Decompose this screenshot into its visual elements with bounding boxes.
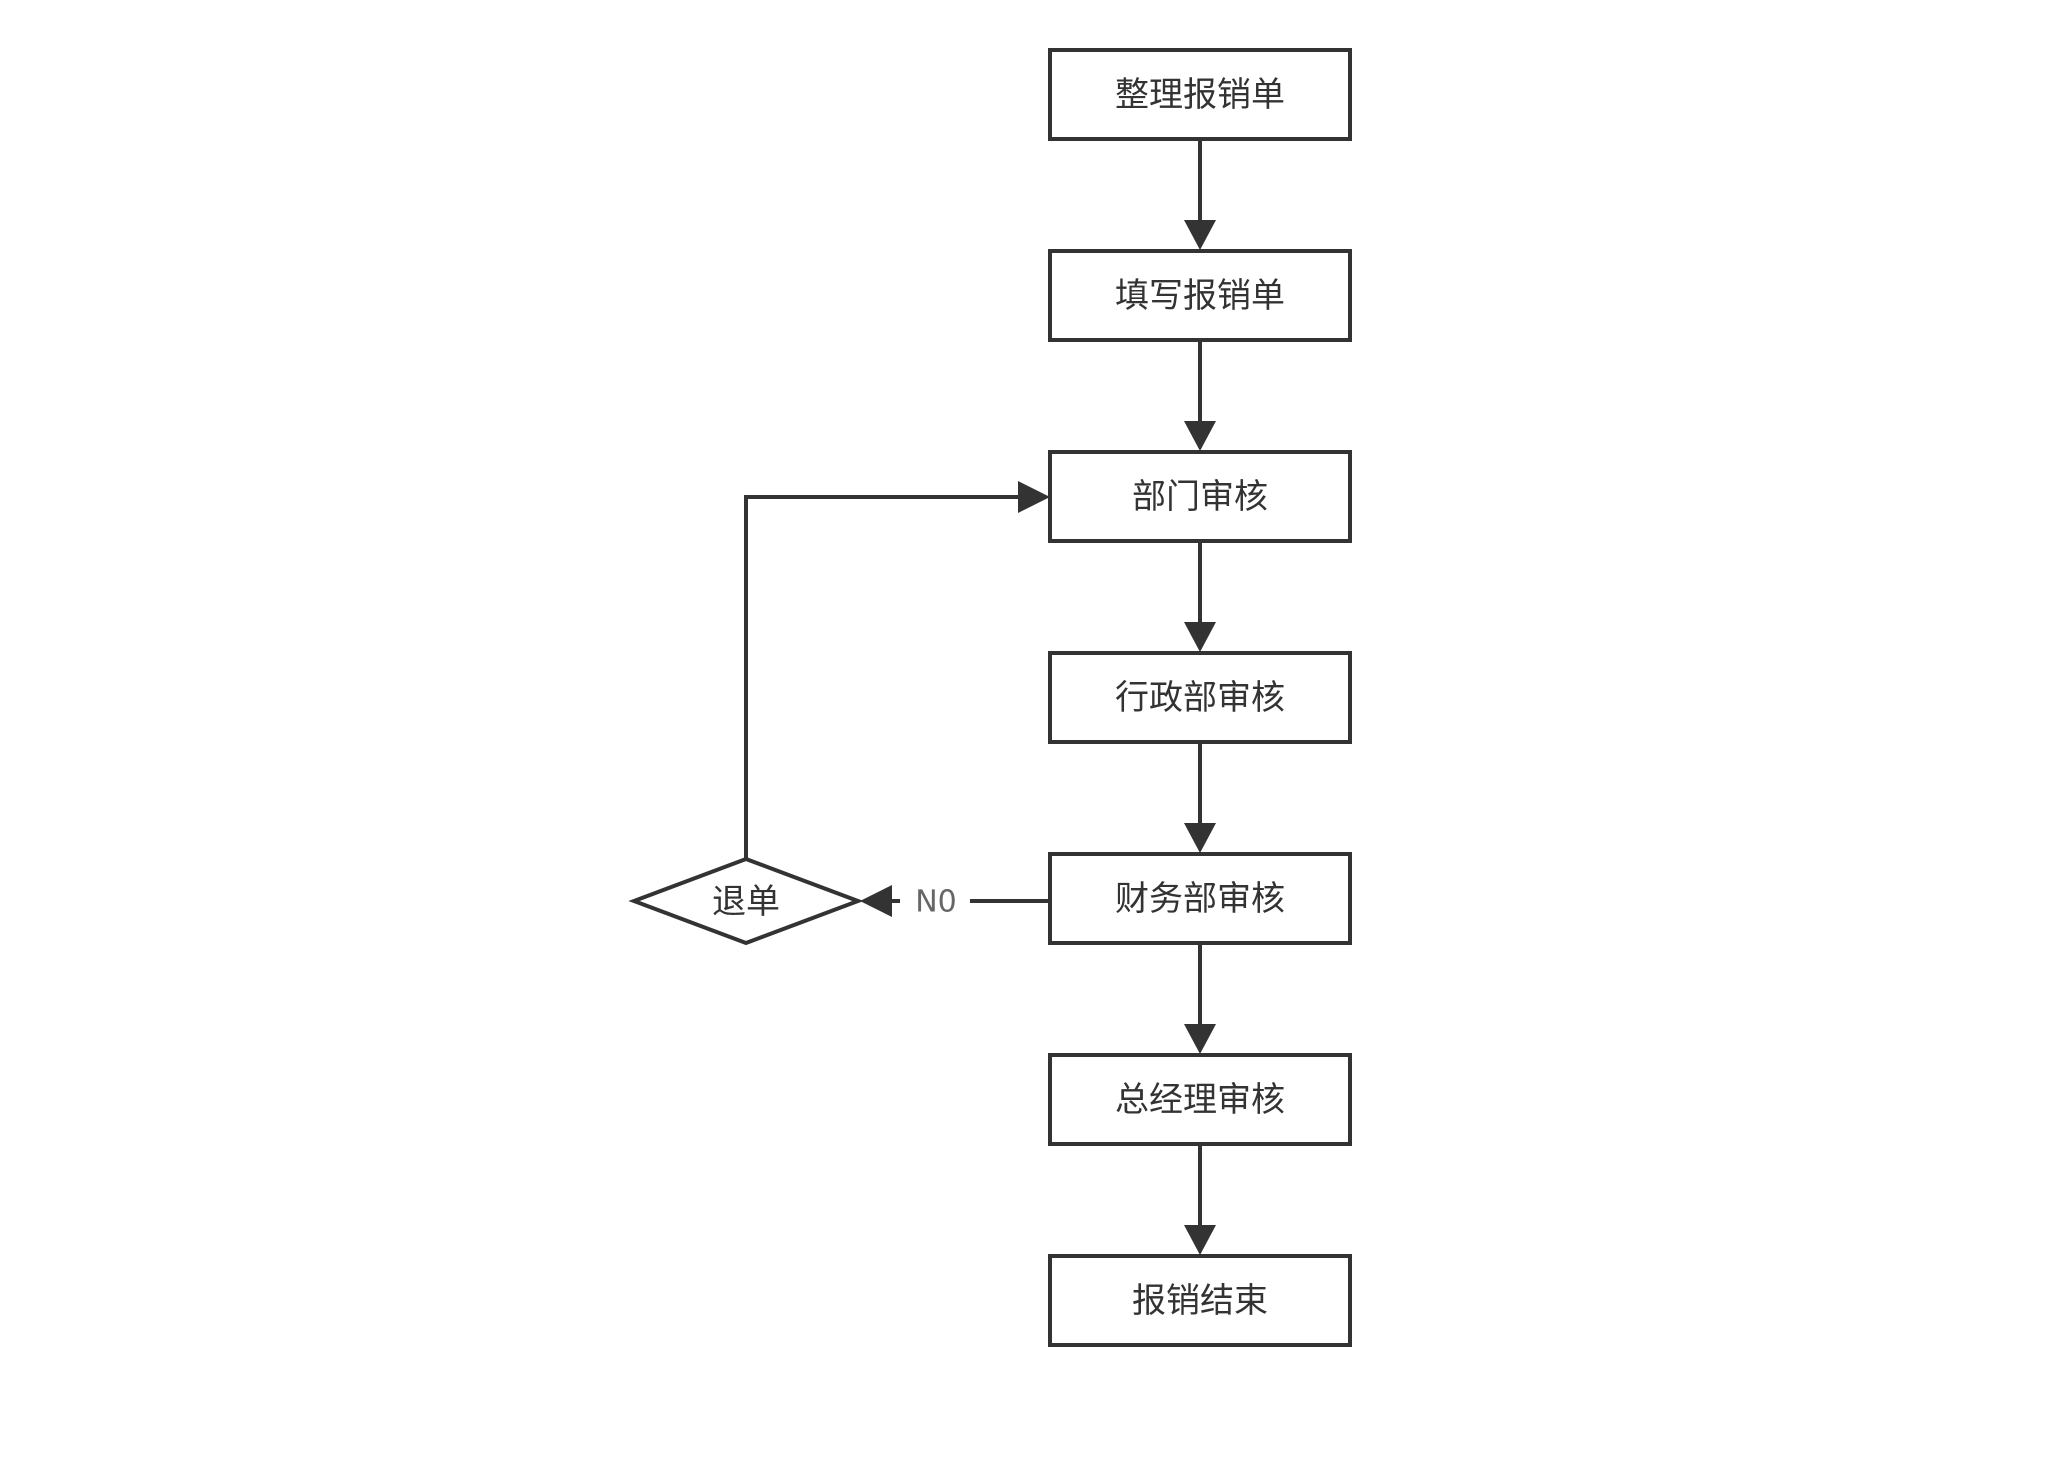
edge-label-bg	[900, 880, 970, 922]
arrowhead-step4	[1184, 622, 1216, 652]
arrowhead-step5	[1184, 823, 1216, 853]
node-step-6[interactable]: 总经理审核	[1048, 1053, 1352, 1146]
node-step-5[interactable]: 财务部审核	[1048, 852, 1352, 945]
node-label: 总经理审核	[1115, 1080, 1285, 1120]
node-step-3[interactable]: 部门审核	[1048, 450, 1352, 543]
nodes: 整理报销单 填写报销单 部门审核 行政部审核 财务部审核 总经理审核 报销结束	[628, 48, 1352, 1347]
arrowhead-step6	[1184, 1024, 1216, 1054]
node-box	[1048, 852, 1352, 945]
node-label: 退单	[712, 882, 780, 922]
node-diamond	[628, 856, 864, 946]
arrowhead-step7	[1184, 1225, 1216, 1255]
node-step-7[interactable]: 报销结束	[1048, 1254, 1352, 1347]
node-label: 部门审核	[1132, 477, 1268, 517]
node-reject[interactable]: 退单	[628, 856, 864, 946]
node-step-4[interactable]: 行政部审核	[1048, 651, 1352, 744]
node-box	[1048, 1254, 1352, 1347]
node-box	[1048, 651, 1352, 744]
edge-reject-step3	[744, 495, 1022, 859]
arrowhead-loop-step3	[1018, 481, 1050, 513]
node-step-1[interactable]: 整理报销单	[1048, 48, 1352, 141]
node-label: 财务部审核	[1115, 879, 1285, 919]
node-box	[1048, 48, 1352, 141]
node-label: 行政部审核	[1115, 678, 1285, 718]
node-box	[1048, 450, 1352, 543]
node-label: 报销结束	[1132, 1281, 1268, 1321]
node-label: 整理报销单	[1115, 75, 1285, 115]
node-label: 填写报销单	[1115, 276, 1285, 316]
arrowhead-step3	[1184, 421, 1216, 451]
edge-label-no: N0	[915, 885, 957, 920]
node-step-2[interactable]: 填写报销单	[1048, 249, 1352, 342]
edges: N0	[744, 139, 1216, 1255]
node-box	[1048, 1053, 1352, 1146]
node-box	[1048, 249, 1352, 342]
arrowhead-reject	[860, 885, 892, 917]
arrowhead-step2	[1184, 220, 1216, 250]
